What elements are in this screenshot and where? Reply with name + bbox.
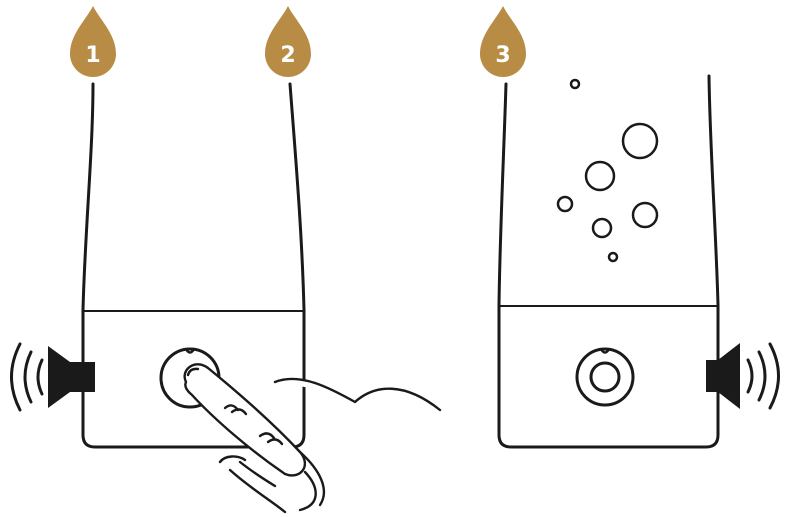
bubbles-icon [558, 80, 657, 261]
power-button-icon[interactable] [577, 349, 633, 405]
step-2-drop: 2 [265, 6, 311, 77]
hand-pressing-icon [185, 364, 440, 512]
step-1-number: 1 [85, 43, 100, 68]
step-3-drop: 3 [480, 6, 526, 77]
step-2-number: 2 [280, 43, 295, 68]
step-3-number: 3 [495, 43, 510, 68]
step-1-drop: 1 [70, 6, 116, 77]
